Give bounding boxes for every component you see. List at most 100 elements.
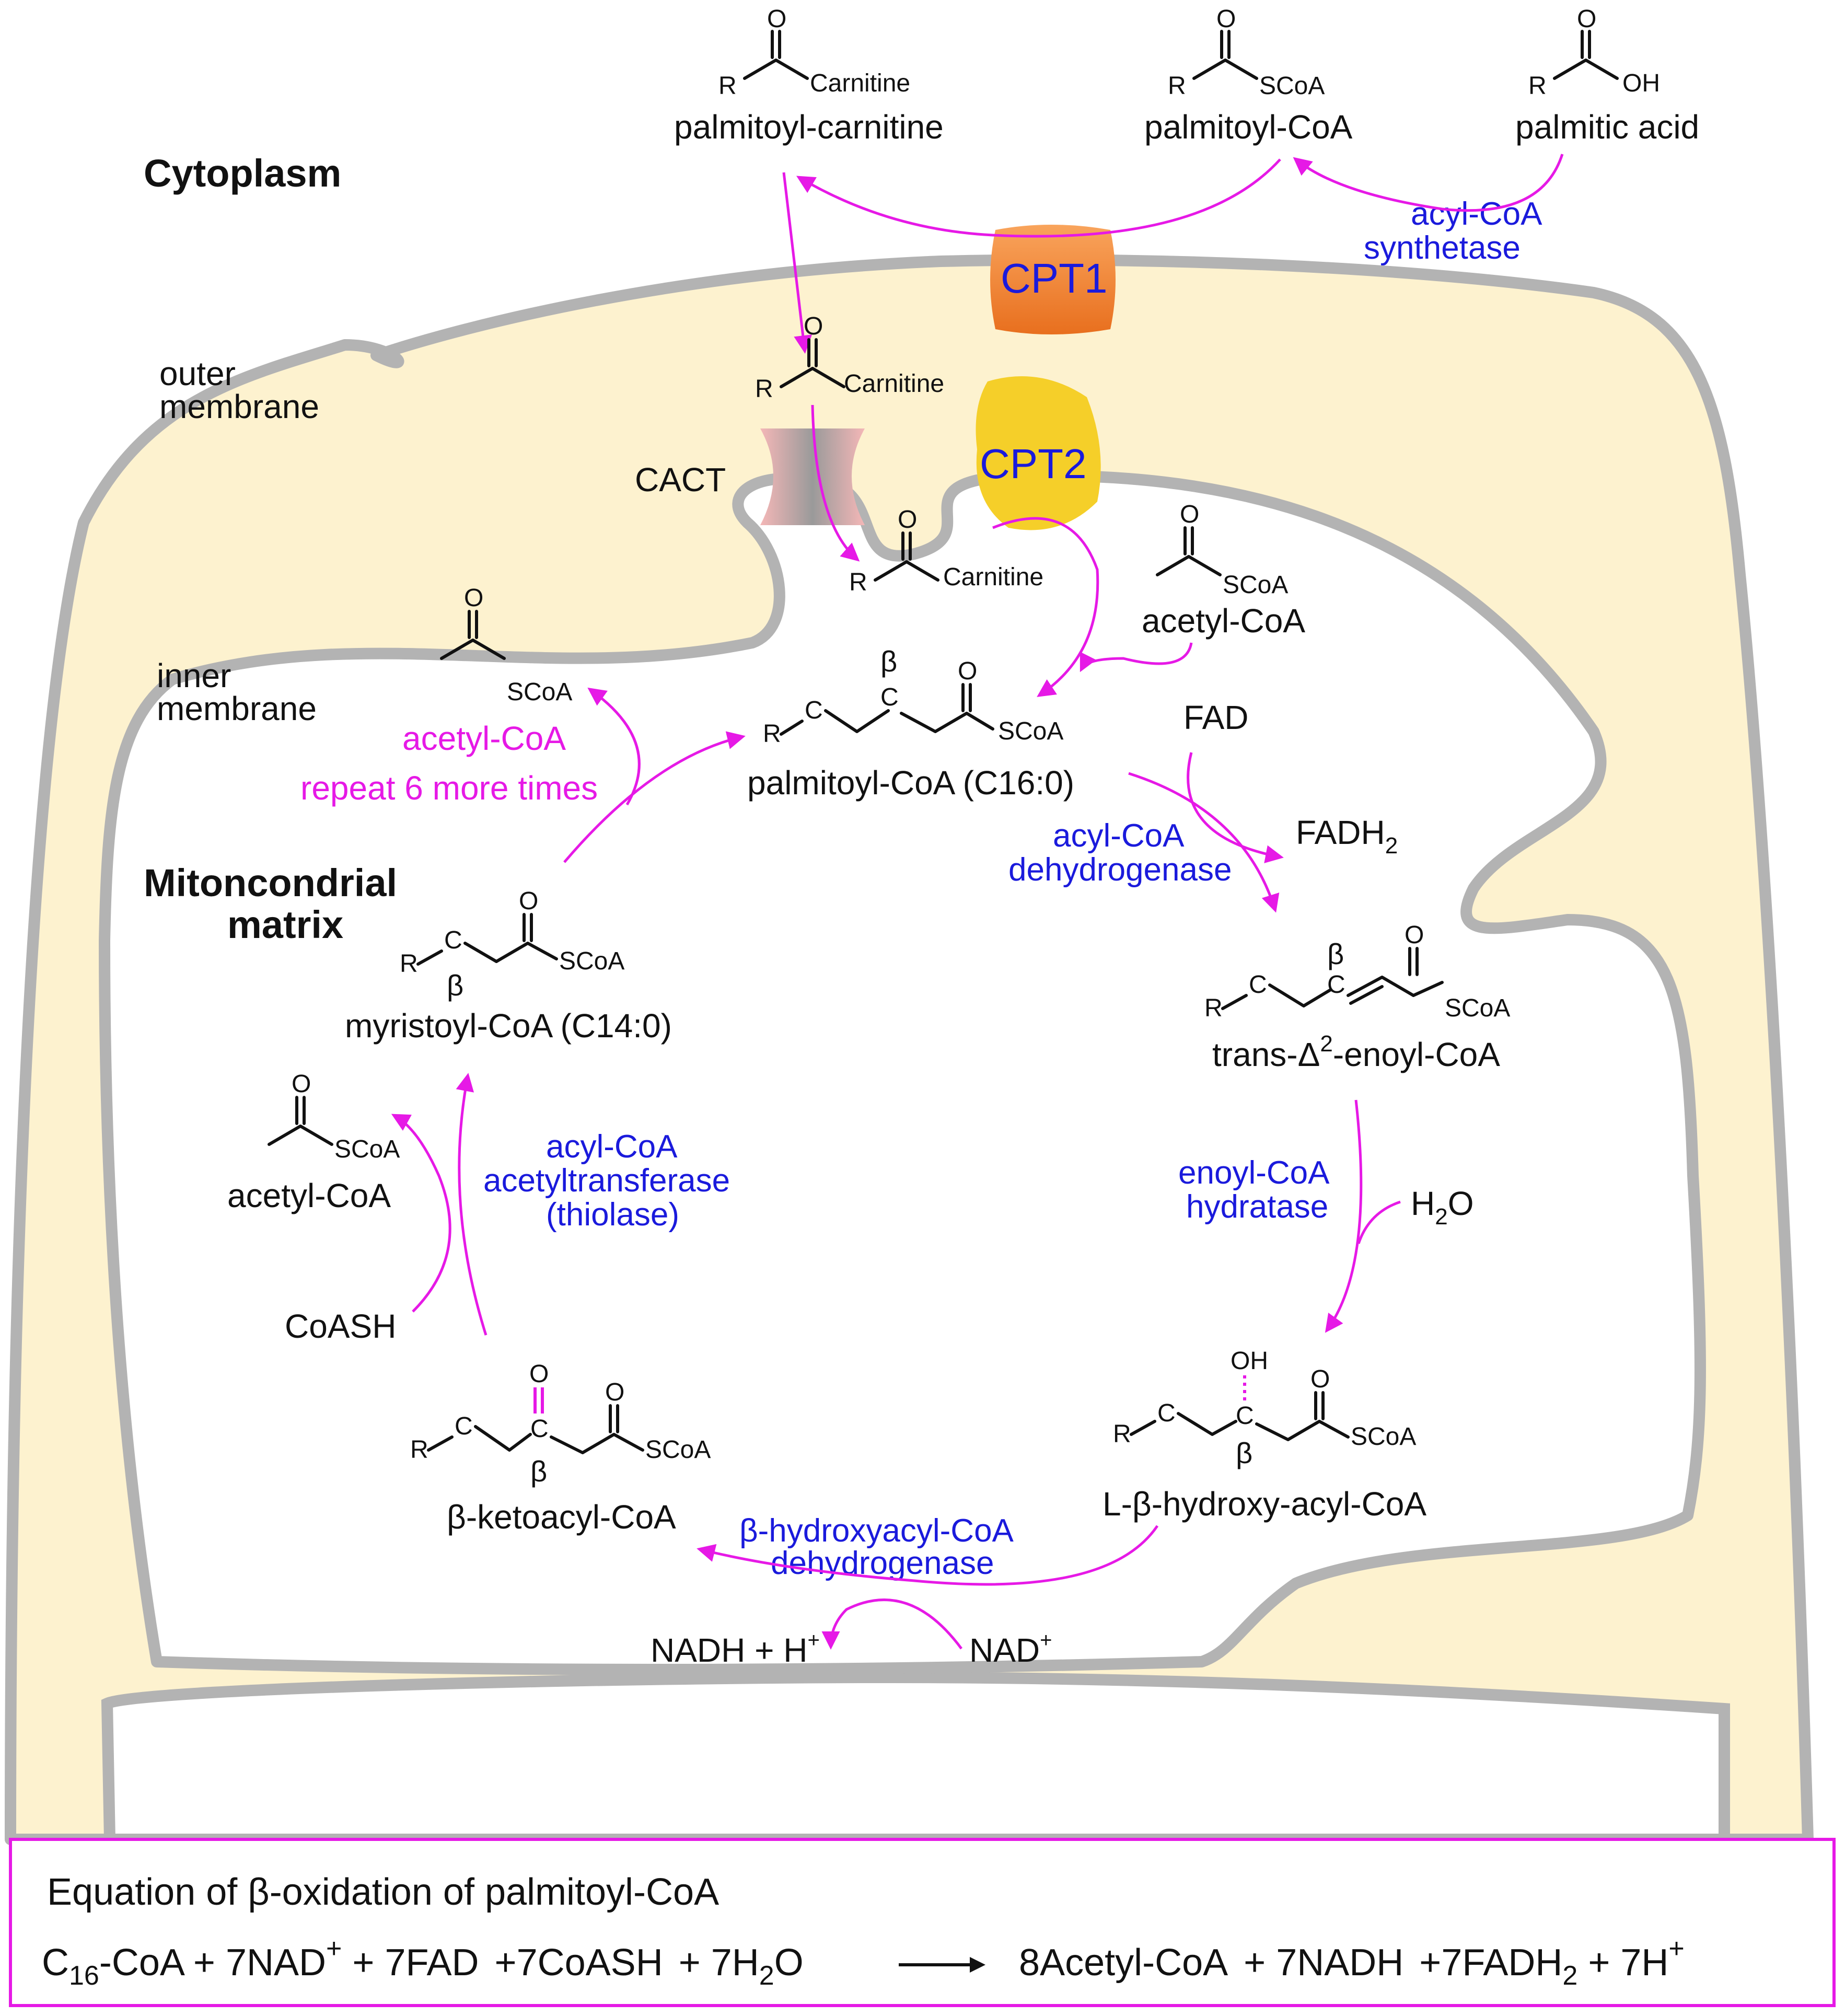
nad-arrow [821,1598,963,1650]
synthetase-arrow [1293,154,1564,212]
hydroxyacyl-dehydrogenase-label-2: dehydrogenase [771,1545,994,1581]
svg-text:β: β [530,1455,547,1488]
cpt1-arrow [796,158,1281,238]
svg-text:Carnitine: Carnitine [810,69,910,97]
svg-text:OH: OH [1622,69,1660,97]
matrix-space [99,469,1706,1675]
svg-text:β: β [447,969,463,1002]
svg-text:C: C [455,1412,473,1440]
outer-membrane-label-2: membrane [159,388,319,425]
carnitine-import-arrow [782,172,813,354]
cpt1-label: CPT1 [1001,255,1108,302]
cact-arrow [811,404,860,562]
equation-right: 8Acetyl-CoA+ 7NADH+7FADH2+ 7H+ [1019,1933,1685,1991]
ketoacyl-coa-label: β-ketoacyl-CoA [447,1498,676,1536]
svg-text:O: O [1216,5,1236,33]
inner-membrane [101,1671,1730,1845]
acyl-coa-synthetase-label-2: synthetase [1364,230,1521,266]
dehydrogenase-arrow [1128,772,1280,913]
svg-text:O: O [804,312,823,340]
svg-text:C: C [1236,1402,1254,1430]
svg-text:O: O [1577,5,1596,33]
svg-text:C: C [1249,971,1267,999]
trans-enoyl-coa-label: trans-Δ2-enoyl-CoA [1212,1031,1500,1073]
svg-text:R: R [1204,994,1223,1022]
svg-text:SCoA: SCoA [1351,1423,1416,1451]
svg-text:SCoA: SCoA [1223,571,1288,599]
svg-text:SCoA: SCoA [1445,994,1510,1022]
svg-text:OH: OH [1231,1347,1268,1375]
svg-text:C: C [880,683,899,711]
palmitoyl-coa-structure: O R SCoA [1168,5,1325,100]
svg-text:C: C [1157,1399,1176,1427]
svg-text:R: R [1528,72,1547,100]
cpt2-arrow [992,517,1099,697]
svg-text:R: R [1113,1420,1131,1448]
hydroxyacyl-dehydrogenase-label-1: β-hydroxyacyl-CoA [739,1513,1014,1549]
svg-text:C: C [530,1415,549,1443]
h2o-label: H2O [1411,1185,1473,1230]
acetyl-coa-structure-top: O SCoA [1156,501,1288,599]
svg-text:SCoA: SCoA [1259,72,1325,100]
thiolase-arrow [456,1073,488,1336]
acyl-carnitine-intermembrane: O R Carnitine [755,312,944,403]
svg-text:O: O [529,1360,549,1388]
cytoplasm-label: Cytoplasm [144,152,341,195]
acetyl-coa-label-left: acetyl-CoA [227,1177,391,1214]
acetyl-coa-label-top: acetyl-CoA [1142,602,1305,640]
svg-text:C: C [1327,971,1345,999]
myristoyl-coa-label: myristoyl-CoA (C14:0) [345,1007,672,1045]
equation-left: C16-CoA + 7NAD+ + 7FAD+7CoASH+ 7H2O [42,1933,804,1991]
matrix-label-2: matrix [227,903,343,946]
repeat-label: repeat 6 more times [300,769,598,807]
palmitoyl-coa-c16-label: palmitoyl-CoA (C16:0) [747,764,1074,802]
palmitoyl-carnitine-label: palmitoyl-carnitine [674,108,944,146]
hydroxy-acyl-coa-structure: R C C OH β O SCoA [1113,1347,1416,1469]
acetyl-coa-input-arrow [1080,642,1193,673]
svg-text:R: R [849,569,867,596]
svg-text:R: R [1168,72,1186,100]
inner-membrane-label-2: membrane [157,690,317,727]
enoyl-hydratase-label-2: hydratase [1186,1189,1328,1225]
cpt2-protein [976,376,1101,530]
water-arrow [1357,1200,1401,1244]
fad-label: FAD [1183,699,1248,736]
svg-text:O: O [1405,921,1424,949]
ketoacyl-coa-structure: R C C O β O SCoA [410,1360,711,1488]
acyl-coa-dehydrogenase-label-1: acyl-CoA [1053,818,1185,854]
svg-text:Carnitine: Carnitine [943,563,1043,591]
hydroxy-acyl-coa-label: L-β-hydroxy-acyl-CoA [1103,1485,1426,1523]
svg-text:R: R [755,375,773,403]
acyl-coa-dehydrogenase-label-2: dehydrogenase [1008,852,1232,888]
acetyl-coa-label-repeat: acetyl-CoA [402,720,566,757]
nad-label: NAD+ [969,1629,1052,1669]
equation-box [9,1838,1836,2007]
coash-arrow [391,1114,451,1313]
acetyl-release-arrow [587,687,641,806]
thiolase-label-2: acetyltransferase [483,1163,730,1199]
svg-text:SCoA: SCoA [998,717,1063,745]
svg-text:O: O [292,1070,311,1098]
svg-text:β: β [880,645,897,678]
cpt2-label: CPT2 [980,441,1087,487]
palmitic-acid-label: palmitic acid [1515,108,1699,146]
svg-text:R: R [763,720,781,748]
repeat-cycle-arrow [563,731,746,863]
svg-text:O: O [519,887,538,915]
svg-text:C: C [444,926,462,954]
fad-arrow [1187,752,1284,863]
svg-text:C: C [805,697,823,724]
trans-enoyl-coa-structure: R C C β O SCoA [1204,921,1510,1022]
cact-transporter [760,428,865,525]
fadh2-label: FADH2 [1296,814,1398,859]
acetyl-coa-structure-left: O SCoA [268,1070,400,1163]
svg-text:SCoA: SCoA [334,1136,400,1163]
svg-text:R: R [410,1436,428,1464]
coash-label: CoASH [285,1307,396,1345]
inner-membrane-label-1: inner [157,657,231,694]
hydratase-arrow [1325,1099,1363,1333]
palmitic-acid-structure: O R OH [1528,5,1660,100]
svg-text:Carnitine: Carnitine [844,370,944,398]
cact-label: CACT [635,461,726,499]
svg-text:β: β [1327,937,1344,970]
